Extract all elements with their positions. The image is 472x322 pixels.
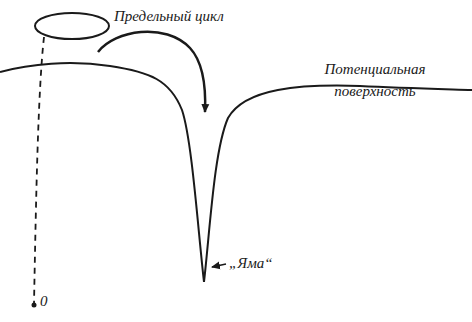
surface-label: Потенциальная поверхность (300, 58, 450, 102)
limit-cycle (35, 13, 109, 39)
origin-point (32, 303, 37, 308)
transition-arrow (98, 32, 205, 112)
origin-label: 0 (40, 290, 60, 312)
pointer-arrow (212, 264, 226, 267)
trajectory-line (34, 37, 44, 304)
cycle-label: Предельный цикл (114, 5, 254, 27)
well-label: „Яма“ (229, 252, 289, 274)
